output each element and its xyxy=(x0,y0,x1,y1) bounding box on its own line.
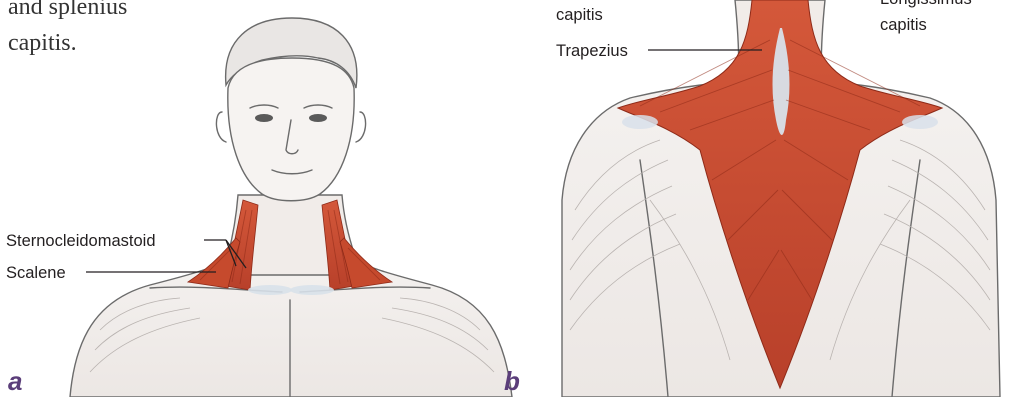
label-scalene: Scalene xyxy=(6,264,66,282)
front-head xyxy=(216,18,365,201)
front-torso xyxy=(70,258,512,397)
front-face xyxy=(228,58,354,201)
label-sternocleidomastoid: Sternocleidomastoid xyxy=(6,232,156,250)
label-capitis-right: capitis xyxy=(880,16,927,34)
intro-text-line-1: and splenius xyxy=(8,0,127,20)
intro-text-line-2: capitis. xyxy=(8,30,77,56)
label-trapezius: Trapezius xyxy=(556,42,628,60)
label-longissimus: Longissimus xyxy=(880,0,972,8)
panel-a-front-figure xyxy=(70,18,512,397)
panel-letter-b: b xyxy=(504,366,520,396)
intro-text: and splenius capitis. xyxy=(8,0,127,56)
label-capitis-left: capitis xyxy=(556,6,603,24)
panel-letter-a: a xyxy=(8,366,22,396)
